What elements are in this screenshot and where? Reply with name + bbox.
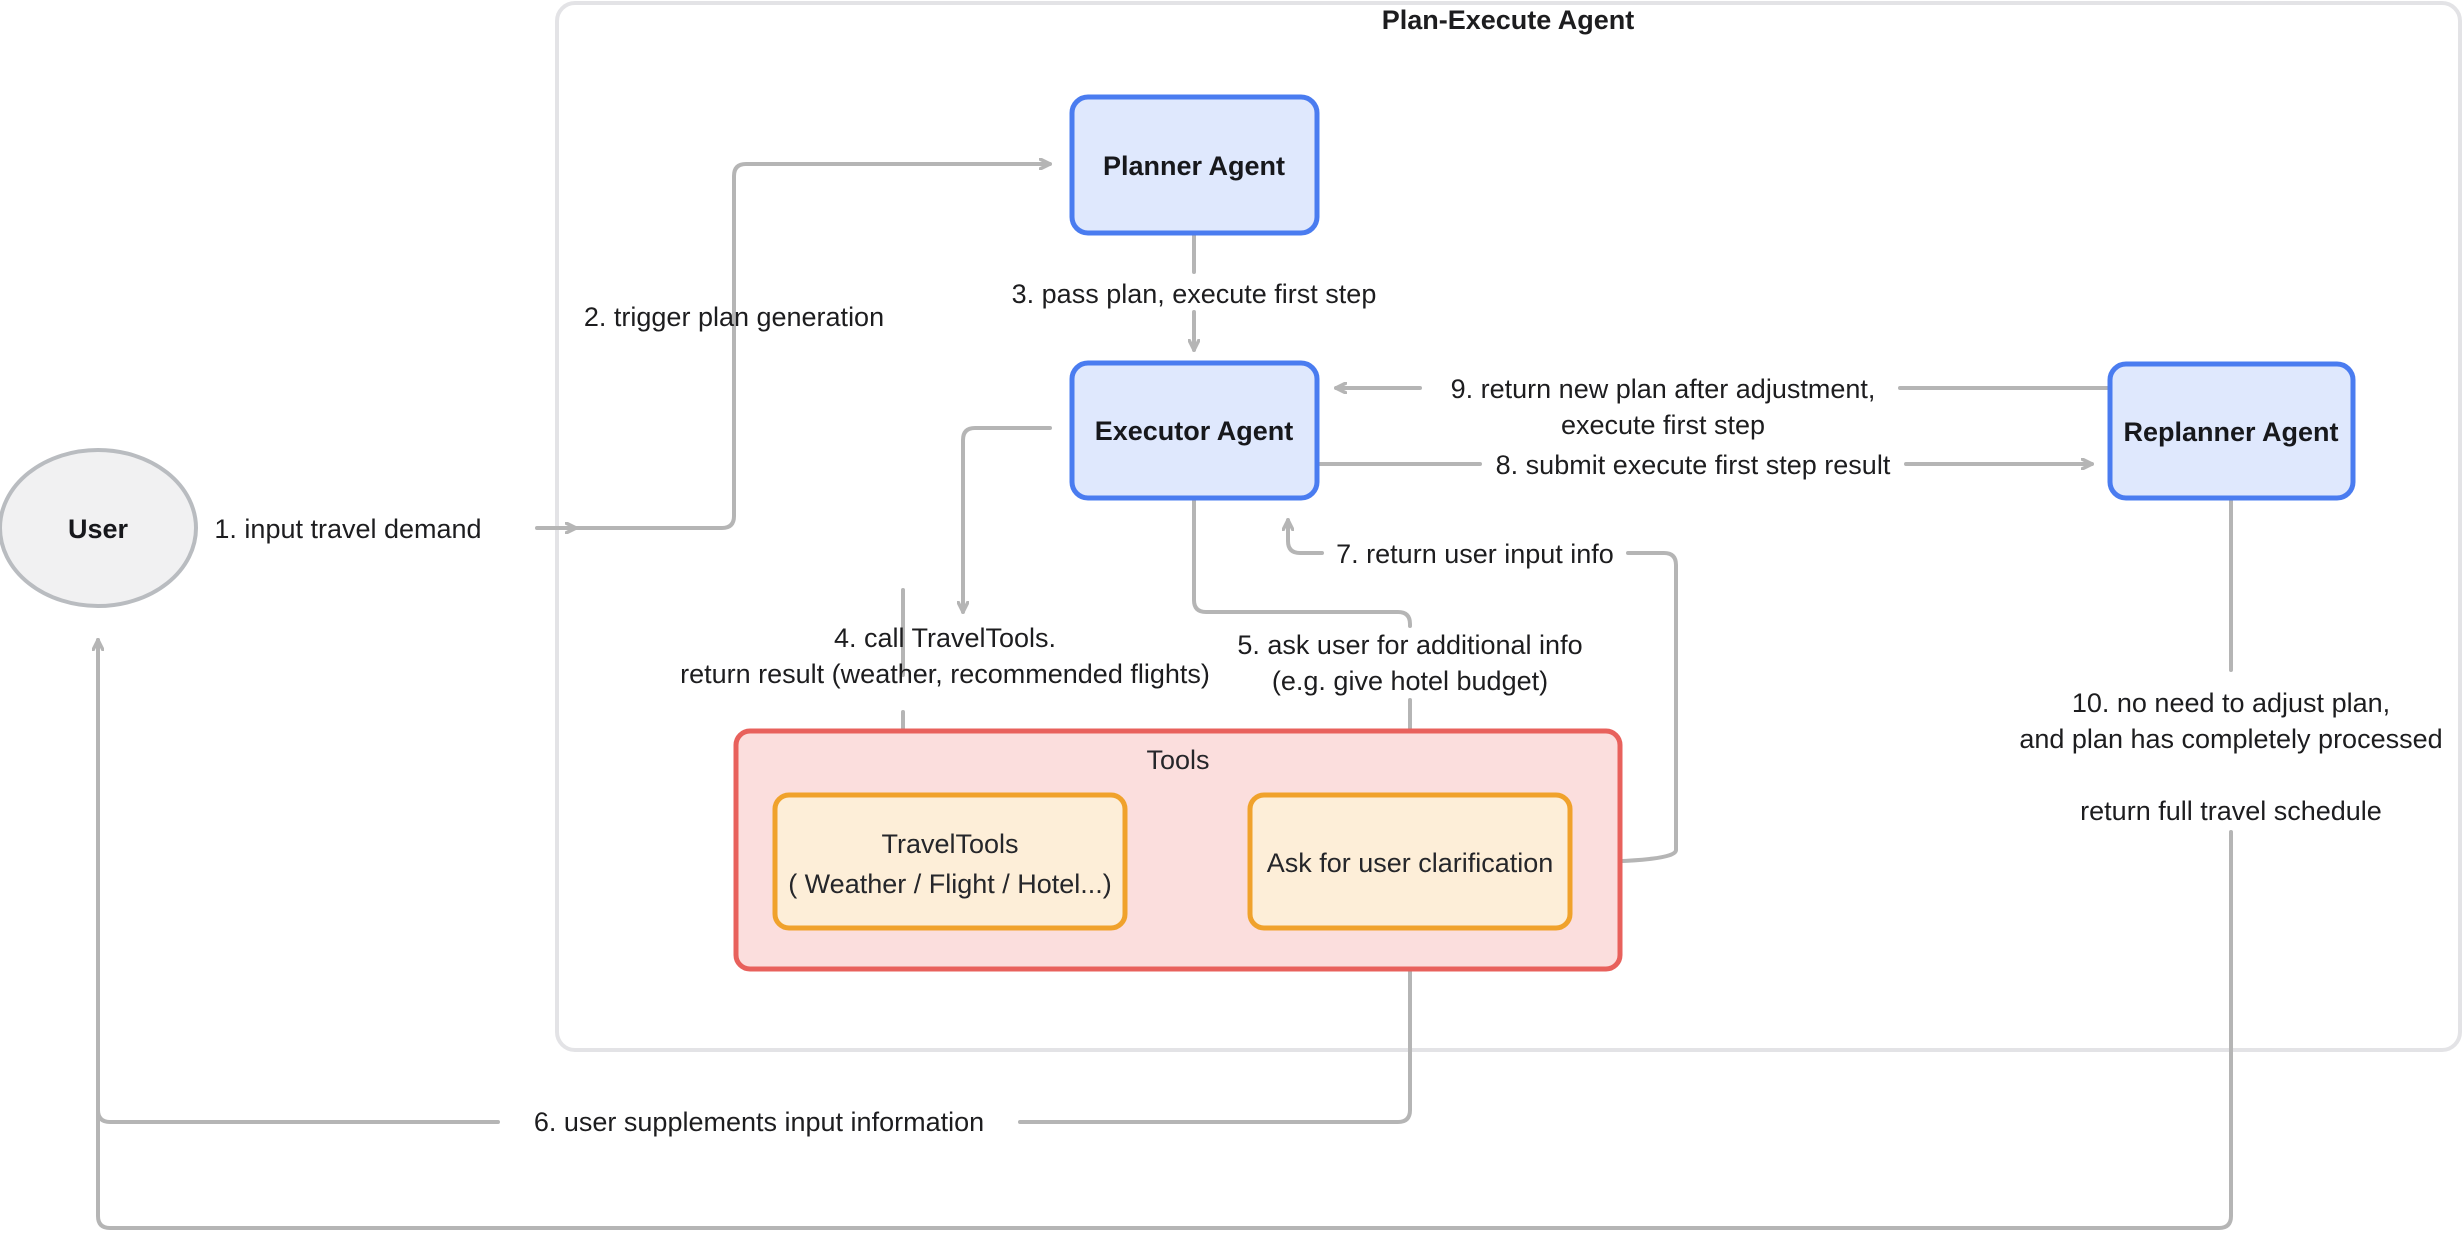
node-planner-agent[interactable]: Planner Agent	[1069, 94, 1320, 236]
edge-4-return-path	[963, 426, 1052, 614]
user-label: User	[68, 514, 129, 544]
node-replanner-agent[interactable]: Replanner Agent	[2107, 361, 2356, 501]
traveltools-box[interactable]	[772, 792, 1128, 931]
replanner-agent-box[interactable]	[2107, 361, 2356, 501]
edge-2-path	[574, 164, 1052, 530]
edge-label-9-line2: execute first step	[1561, 410, 1765, 440]
node-executor-agent[interactable]: Executor Agent	[1069, 360, 1320, 501]
edge-10-seg2	[96, 638, 2233, 1230]
tools-group-label: Tools	[1146, 745, 1209, 775]
frame-title: Plan-Execute Agent	[1382, 5, 1635, 35]
edge-label-5-line1: 5. ask user for additional info	[1237, 630, 1582, 660]
user-ellipse[interactable]	[0, 448, 198, 608]
edge-5-upper	[1192, 496, 1412, 628]
replanner-agent-label: Replanner Agent	[2123, 417, 2338, 447]
edge-label-5-line2: (e.g. give hotel budget)	[1272, 666, 1548, 696]
edge-label-6: 6. user supplements input information	[534, 1107, 984, 1137]
ask-clarification-box[interactable]	[1247, 792, 1573, 931]
traveltools-label-line1: TravelTools	[881, 829, 1018, 859]
tool-traveltools[interactable]: TravelTools ( Weather / Flight / Hotel..…	[772, 792, 1128, 931]
executor-agent-label: Executor Agent	[1095, 416, 1294, 446]
edge-label-8: 8. submit execute first step result	[1496, 450, 1891, 480]
planner-agent-box[interactable]	[1069, 94, 1320, 236]
tools-group: Tools TravelTools ( Weather / Flight / H…	[733, 728, 1623, 972]
edge-6-right-seg	[1018, 967, 1412, 1124]
edge-label-9-line1: 9. return new plan after adjustment,	[1451, 374, 1876, 404]
edge-10-return-full-schedule	[96, 496, 2233, 1230]
edge-label-3: 3. pass plan, execute first step	[1012, 279, 1377, 309]
traveltools-label-line2: ( Weather / Flight / Hotel...)	[788, 869, 1112, 899]
node-user[interactable]: User	[0, 448, 198, 608]
executor-agent-box[interactable]	[1069, 360, 1320, 501]
ask-clarification-label: Ask for user clarification	[1267, 848, 1554, 878]
edge-label-4-line1: 4. call TravelTools.	[834, 623, 1056, 653]
edge-2-trigger-plan-generation	[574, 164, 1052, 530]
edge-label-10-line1: 10. no need to adjust plan,	[2072, 688, 2390, 718]
planner-agent-label: Planner Agent	[1103, 151, 1285, 181]
edge-label-10-line2: and plan has completely processed	[2019, 724, 2442, 754]
edge-label-7: 7. return user input info	[1336, 539, 1614, 569]
edge-label-4-line2: return result (weather, recommended flig…	[680, 659, 1210, 689]
edge-label-1: 1. input travel demand	[214, 514, 481, 544]
edge-label-2: 2. trigger plan generation	[584, 302, 884, 332]
edge-7-left-seg	[1288, 518, 1324, 555]
edge-6-left-seg	[98, 638, 500, 1124]
edge-label-10-line3: return full travel schedule	[2080, 796, 2382, 826]
tool-ask-for-user-clarification[interactable]: Ask for user clarification	[1247, 792, 1573, 931]
